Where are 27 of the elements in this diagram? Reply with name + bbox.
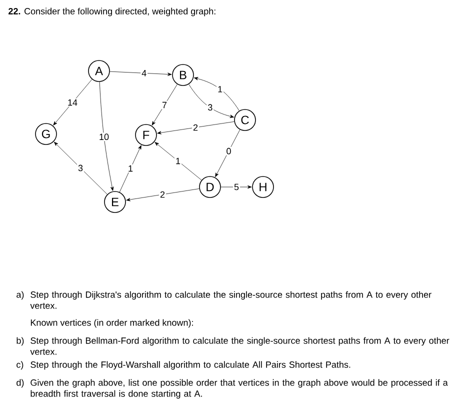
arrow bbox=[215, 129, 240, 178]
question-label: b) bbox=[16, 337, 24, 346]
question-text: Given the graph above, list one possible order that vertices in the graph above would be processed if a breadth first traversal is done starting at A. bbox=[30, 379, 448, 399]
arrow bbox=[126, 188, 200, 202]
edge-label: 3 bbox=[206, 103, 214, 112]
title: 22. Consider the following directed, weighted graph: bbox=[8, 8, 216, 16]
question-label: d) bbox=[16, 379, 24, 388]
question-text: Step through Dijkstra's algorithm to calculate the single-source shortest paths from A to every other vertex. bbox=[30, 291, 432, 309]
arrow bbox=[194, 77, 240, 111]
question-label: a) bbox=[16, 291, 24, 300]
arrow bbox=[119, 145, 142, 192]
question-text: Step through Bellman-Ford algorithm to calculate the single-source shortest paths from A to every other vertex. bbox=[30, 337, 450, 355]
edge-label: 1 bbox=[216, 85, 224, 94]
question-label: c) bbox=[16, 361, 24, 370]
edge-label: 4 bbox=[140, 69, 148, 78]
arrow bbox=[220, 185, 252, 189]
arrow bbox=[188, 84, 234, 118]
edge-label: 10 bbox=[98, 132, 110, 142]
arrow bbox=[157, 121, 234, 134]
arrow bbox=[152, 84, 178, 126]
note-text: Known vertices (in order marked known): bbox=[30, 319, 193, 328]
question-text: Step through the Floyd-Warshall algorithm to calculate All Pairs Shortest Paths. bbox=[30, 361, 350, 370]
arrow bbox=[154, 142, 202, 180]
arrow bbox=[53, 79, 92, 126]
arrow bbox=[99, 82, 114, 191]
arrow bbox=[54, 142, 108, 195]
arrow bbox=[110, 71, 172, 76]
